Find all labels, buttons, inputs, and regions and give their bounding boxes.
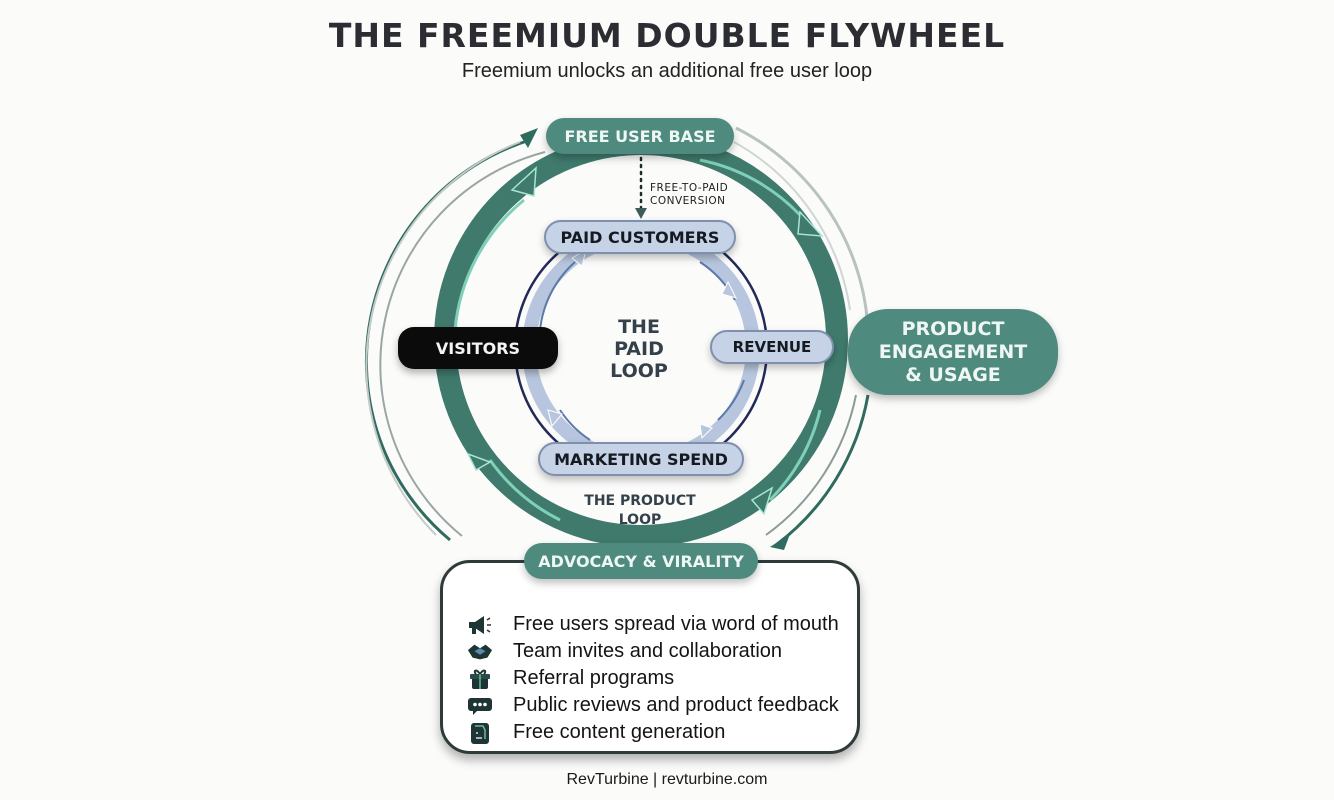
free-to-paid-conversion-label: FREE-TO-PAID CONVERSION bbox=[650, 182, 728, 208]
list-item-text: Free content generation bbox=[513, 721, 726, 743]
footer-credit: RevTurbine | revturbine.com bbox=[566, 771, 768, 788]
visitors-node: VISITORS bbox=[398, 327, 558, 369]
product-loop-highlight-bottom-left bbox=[488, 459, 561, 522]
advocacy-details-box: Free users spread via word of mouth Team… bbox=[440, 560, 860, 754]
product-loop-highlight-bottom-right bbox=[768, 409, 822, 502]
product-arrowhead-top-right bbox=[797, 210, 824, 237]
product-loop-label-line-2: LOOP bbox=[618, 512, 662, 528]
megaphone-icon bbox=[467, 614, 493, 636]
product-loop-highlight-left bbox=[453, 198, 525, 331]
paid-loop-title: THE PAID LOOP bbox=[586, 316, 692, 382]
advocacy-virality-node: ADVOCACY & VIRALITY bbox=[524, 543, 758, 579]
product-loop-label: THE PRODUCT LOOP bbox=[560, 492, 720, 530]
chat-bubble-icon bbox=[467, 695, 493, 717]
outer-thin-ring-right-2 bbox=[733, 141, 851, 311]
revenue-node: REVENUE bbox=[710, 330, 834, 364]
product-loop-label-line-1: THE PRODUCT bbox=[584, 493, 696, 509]
paid-arrowhead-bottom-right bbox=[699, 423, 713, 440]
paid-customers-node: PAID CUSTOMERS bbox=[544, 220, 736, 254]
advocacy-list: Free users spread via word of mouth Team… bbox=[467, 611, 839, 746]
handshake-icon bbox=[467, 641, 493, 663]
product-engagement-line-1: PRODUCT bbox=[901, 317, 1005, 340]
page-title: THE FREEMIUM DOUBLE FLYWHEEL bbox=[328, 16, 1006, 55]
list-item-text: Free users spread via word of mouth bbox=[513, 613, 839, 635]
outer-thin-arrowhead-top-left bbox=[520, 128, 538, 148]
document-icon bbox=[467, 722, 493, 744]
list-item: Free users spread via word of mouth bbox=[467, 611, 839, 638]
paid-arrowhead-top-right bbox=[721, 280, 737, 299]
paid-loop-blue-highlight-bottom-left bbox=[559, 409, 591, 441]
product-engagement-line-3: & USAGE bbox=[905, 363, 1001, 386]
outer-thin-ring-left-2 bbox=[379, 151, 546, 537]
marketing-spend-node: MARKETING SPEND bbox=[538, 442, 744, 476]
product-engagement-node: PRODUCT ENGAGEMENT & USAGE bbox=[848, 309, 1058, 395]
product-engagement-line-2: ENGAGEMENT bbox=[878, 340, 1028, 363]
list-item: Free content generation bbox=[467, 719, 839, 746]
paid-loop-title-line-2: PAID bbox=[614, 338, 664, 360]
paid-arrowhead-top-left bbox=[571, 248, 587, 267]
product-loop-highlight-top-right bbox=[699, 158, 802, 217]
outer-thin-ring-right-4 bbox=[765, 394, 857, 536]
list-item: Team invites and collaboration bbox=[467, 638, 839, 665]
gift-icon bbox=[467, 668, 493, 690]
paid-loop-title-line-3: LOOP bbox=[610, 360, 668, 382]
list-item-text: Referral programs bbox=[513, 667, 675, 689]
conversion-label-line-1: FREE-TO-PAID bbox=[650, 182, 729, 194]
paid-loop-blue-highlight-left bbox=[539, 261, 576, 331]
outer-thin-ring-left-3 bbox=[365, 141, 521, 536]
paid-loop-blue-highlight-bottom-right bbox=[717, 379, 745, 421]
conversion-arrowhead bbox=[635, 208, 647, 219]
list-item: Public reviews and product feedback bbox=[467, 692, 839, 719]
page-subtitle: Freemium unlocks an additional free user… bbox=[461, 60, 873, 82]
outer-thin-ring-right-3 bbox=[775, 394, 870, 547]
product-arrowhead-bottom-right bbox=[750, 486, 774, 516]
outer-thin-ring-right-1 bbox=[735, 126, 870, 331]
product-arrowhead-top-left bbox=[510, 166, 537, 197]
list-item-text: Team invites and collaboration bbox=[513, 640, 783, 662]
outer-thin-arrowhead-bottom-right bbox=[770, 534, 790, 550]
list-item-text: Public reviews and product feedback bbox=[513, 694, 839, 716]
free-user-base-node: FREE USER BASE bbox=[546, 118, 734, 154]
paid-arrowhead-bottom-left bbox=[547, 409, 563, 428]
conversion-label-line-2: CONVERSION bbox=[650, 195, 726, 207]
paid-loop-title-line-1: THE bbox=[618, 316, 660, 338]
list-item: Referral programs bbox=[467, 665, 839, 692]
product-arrowhead-bottom-left bbox=[466, 452, 492, 472]
